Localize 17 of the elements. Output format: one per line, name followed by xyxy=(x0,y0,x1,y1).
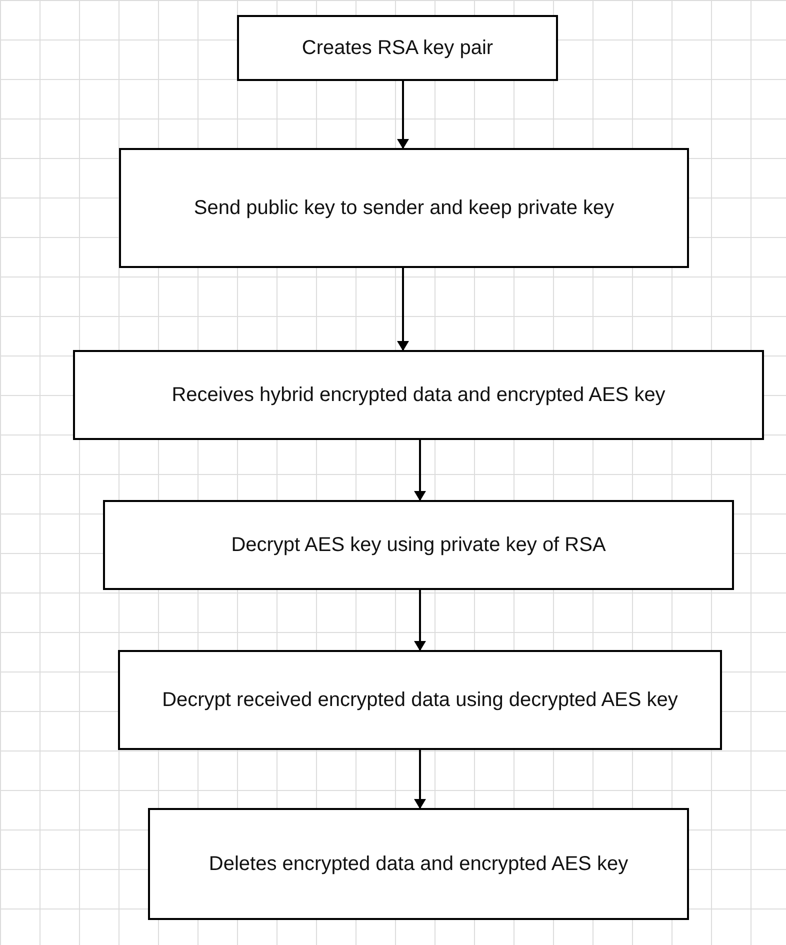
arrow xyxy=(397,81,409,149)
step-text: Deletes encrypted data and encrypted AES key xyxy=(208,852,628,877)
process-box xyxy=(119,148,689,268)
process-box xyxy=(73,350,764,440)
arrow xyxy=(414,440,426,501)
arrow xyxy=(414,590,426,651)
process-box xyxy=(103,500,734,590)
process-box xyxy=(237,15,558,81)
step-text: Decrypt AES key using private key of RSA xyxy=(231,533,606,558)
process-box xyxy=(148,808,689,920)
arrow xyxy=(414,750,426,809)
step-text: Creates RSA key pair xyxy=(302,36,494,61)
arrow xyxy=(397,268,409,351)
process-box xyxy=(118,650,722,750)
step-text: Decrypt received encrypted data using decrypted AES key xyxy=(162,688,678,713)
step-text: Send public key to sender and keep private key xyxy=(194,196,614,221)
step-text: Receives hybrid encrypted data and encrypted AES key xyxy=(172,383,666,408)
